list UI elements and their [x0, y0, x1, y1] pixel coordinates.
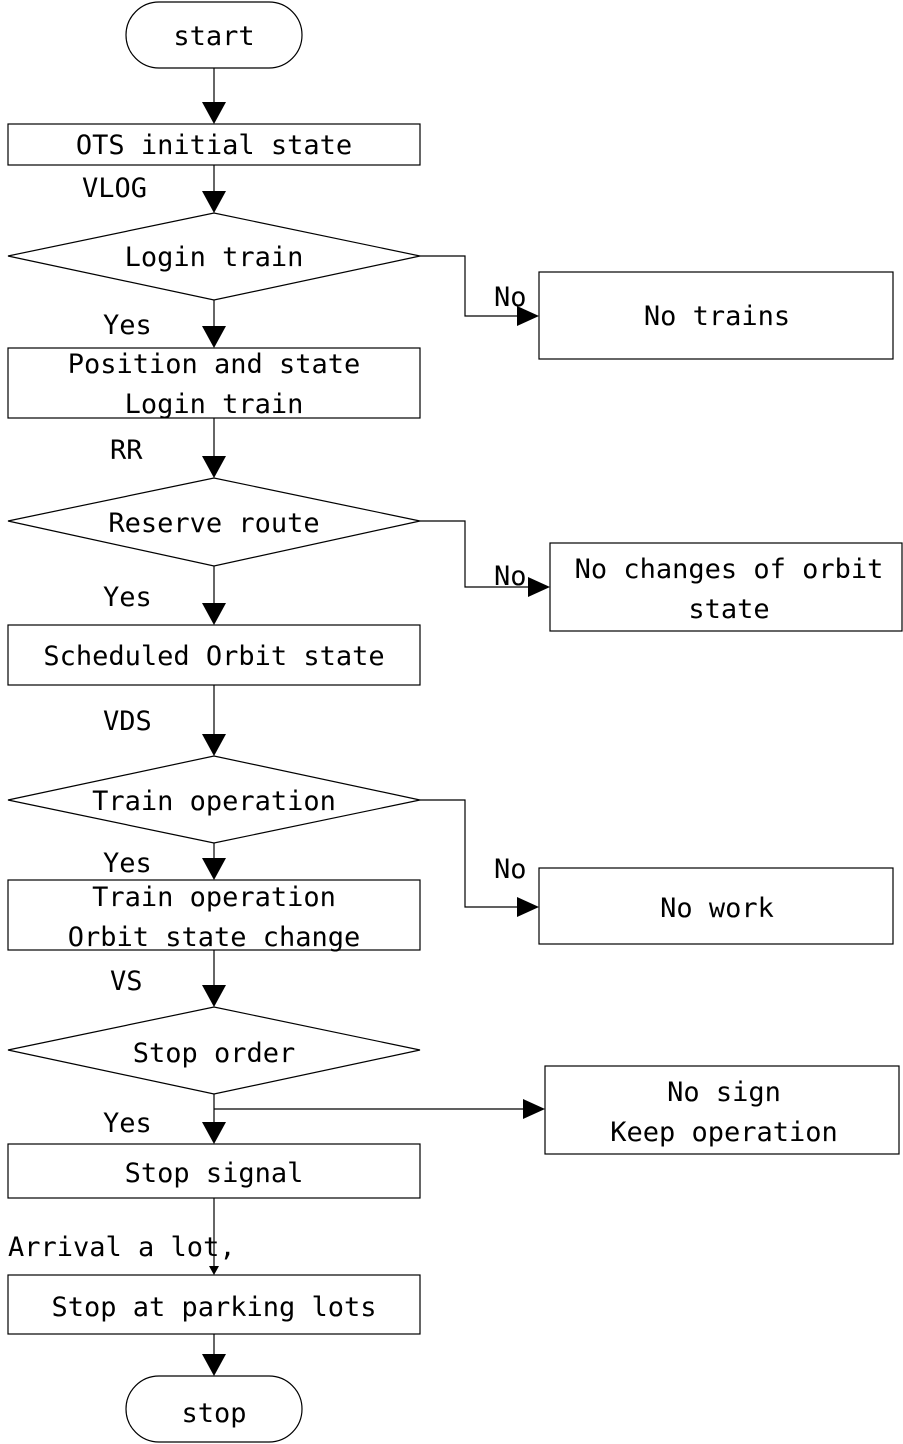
vs-label: VS: [110, 966, 143, 997]
arrowhead-operation-decision: [202, 734, 226, 756]
stop-order-label: Stop order: [133, 1038, 296, 1069]
reserve-route-decision: Reserve route: [7, 477, 421, 567]
initial-state-box: OTS initial state: [7, 123, 421, 166]
reserve-route-label: Reserve route: [108, 508, 319, 539]
arrowhead-position: [202, 326, 226, 348]
orbit-change-box: Train operation Orbit state change: [7, 879, 421, 953]
scheduled-orbit-box: Scheduled Orbit state: [7, 624, 421, 686]
edge-login-no: [420, 255, 520, 317]
arrowhead-signal: [202, 1122, 226, 1144]
no-label-operation: No: [494, 854, 527, 885]
no-changes-line1: No changes of orbit: [575, 554, 884, 585]
arrowhead-no-trains: [517, 306, 539, 326]
stop-parking-box: Stop at parking lots: [7, 1274, 421, 1335]
arrowhead-scheduled: [202, 603, 226, 625]
no-trains-box: No trains: [538, 271, 894, 360]
position-state-line2: Login train: [125, 389, 304, 420]
edge-operation-no: [420, 799, 520, 908]
stop-parking-label: Stop at parking lots: [51, 1292, 376, 1323]
yes-label-reserve: Yes: [103, 582, 152, 613]
start-terminator: start: [125, 1, 303, 69]
vlog-label: VLOG: [82, 173, 147, 204]
stop-signal-label: Stop signal: [125, 1158, 304, 1189]
arrowhead-no-changes: [528, 577, 550, 597]
train-operation-decision: Train operation: [7, 755, 421, 844]
arrowhead-reserve: [202, 456, 226, 478]
position-state-box: Position and state Login train: [7, 347, 421, 420]
orbit-change-line1: Train operation: [92, 882, 336, 913]
stop-signal-box: Stop signal: [7, 1143, 421, 1199]
initial-state-label: OTS initial state: [76, 130, 352, 161]
no-work-box: No work: [538, 867, 894, 945]
arrowhead-no-sign: [523, 1099, 545, 1119]
yes-label-login: Yes: [103, 310, 152, 341]
no-label-reserve: No: [494, 561, 527, 592]
arrowhead-no-work: [517, 897, 539, 917]
no-work-label: No work: [660, 893, 774, 924]
login-train-label: Login train: [125, 242, 304, 273]
no-label-login: No: [494, 282, 527, 313]
rr-label: RR: [110, 435, 143, 466]
edge-reserve-no: [420, 520, 530, 588]
stop-order-decision: Stop order: [7, 1006, 421, 1095]
orbit-change-line2: Orbit state change: [68, 922, 361, 953]
train-operation-label: Train operation: [92, 786, 336, 817]
yes-label-stop-order: Yes: [103, 1108, 152, 1139]
stop-label: stop: [181, 1398, 246, 1429]
position-state-line1: Position and state: [68, 349, 361, 380]
arrowhead-stop: [202, 1354, 226, 1376]
stop-terminator: stop: [125, 1375, 303, 1443]
no-changes-line2: state: [688, 594, 769, 625]
no-changes-box: No changes of orbit state: [549, 542, 903, 632]
yes-label-operation: Yes: [103, 848, 152, 879]
no-sign-line2: Keep operation: [610, 1117, 838, 1148]
arrowhead-initial: [202, 102, 226, 124]
arrowhead-parking: [209, 1266, 219, 1275]
login-train-decision: Login train: [7, 212, 421, 301]
arrival-label: Arrival a lot,: [8, 1232, 236, 1263]
start-label: start: [173, 21, 254, 52]
arrowhead-stoporder: [202, 985, 226, 1007]
no-sign-line1: No sign: [667, 1077, 781, 1108]
no-sign-box: No sign Keep operation: [544, 1065, 900, 1155]
arrowhead-operation-change: [202, 858, 226, 880]
no-trains-label: No trains: [644, 301, 790, 332]
arrowhead-login: [202, 191, 226, 213]
vds-label: VDS: [103, 706, 152, 737]
scheduled-orbit-label: Scheduled Orbit state: [43, 641, 384, 672]
